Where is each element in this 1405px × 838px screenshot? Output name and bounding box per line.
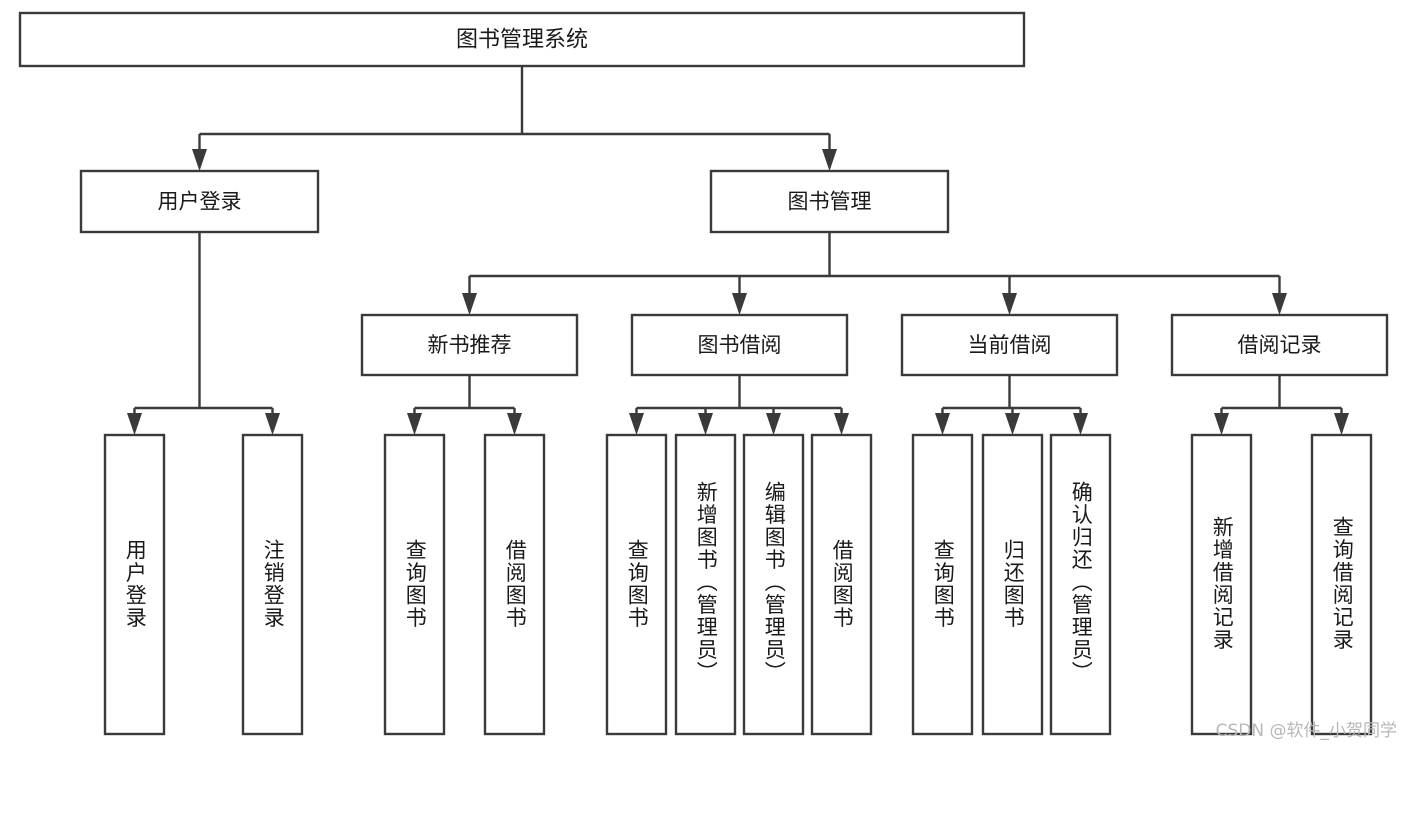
- node-label-book-manage: 图书管理: [788, 190, 872, 214]
- node-box-user-login[interactable]: [79, 169, 320, 234]
- node-leaf-query-book-current[interactable]: [911, 433, 974, 736]
- arrow-head-icon: [698, 413, 713, 435]
- node-box-root[interactable]: [18, 11, 1026, 68]
- diagram-canvas-root: 图书管理系统用户登录图书管理新书推荐图书借阅当前借阅借阅记录 用户登录注销登录查…: [18, 11, 1397, 741]
- node-box-leaf-query-book-rec[interactable]: [383, 433, 446, 736]
- connector-current-borrow: [935, 375, 1088, 435]
- node-new-book-rec[interactable]: 新书推荐: [360, 313, 579, 377]
- node-box-leaf-add-record[interactable]: [1190, 433, 1253, 736]
- node-box-leaf-user-login[interactable]: [103, 433, 166, 736]
- node-label-root: 图书管理系统: [456, 28, 588, 53]
- node-box-leaf-add-book[interactable]: [674, 433, 737, 736]
- arrow-head-icon: [462, 293, 477, 315]
- arrow-head-icon: [935, 413, 950, 435]
- node-box-leaf-borrow-book-rec[interactable]: [483, 433, 546, 736]
- connector-book-borrow: [629, 375, 849, 435]
- arrow-head-icon: [732, 293, 747, 315]
- node-book-manage[interactable]: 图书管理: [709, 169, 950, 234]
- node-borrow-record[interactable]: 借阅记录: [1170, 313, 1389, 377]
- node-root[interactable]: 图书管理系统: [18, 11, 1026, 68]
- connector-layer: [127, 66, 1349, 435]
- node-user-login[interactable]: 用户登录: [79, 169, 320, 234]
- node-leaf-confirm-return[interactable]: [1049, 433, 1112, 736]
- node-label-current-borrow: 当前借阅: [968, 333, 1052, 357]
- node-box-leaf-query-record[interactable]: [1310, 433, 1373, 736]
- node-leaf-add-book[interactable]: [674, 433, 737, 736]
- arrow-head-icon: [834, 413, 849, 435]
- connector-user-login: [127, 232, 280, 435]
- node-label-user-login: 用户登录: [158, 190, 242, 214]
- node-box-current-borrow[interactable]: [900, 313, 1119, 377]
- arrow-head-icon: [1334, 413, 1349, 435]
- arrow-head-icon: [192, 149, 207, 171]
- arrow-head-icon: [1214, 413, 1229, 435]
- arrow-head-icon: [822, 149, 837, 171]
- connector-root: [192, 66, 837, 171]
- node-leaf-return-book[interactable]: [981, 433, 1044, 736]
- arrow-head-icon: [407, 413, 422, 435]
- node-box-leaf-query-book-borrow[interactable]: [605, 433, 668, 736]
- connector-book-manage: [462, 232, 1287, 315]
- arrow-head-icon: [507, 413, 522, 435]
- node-label-book-borrow: 图书借阅: [698, 333, 782, 357]
- node-box-leaf-borrow-book[interactable]: [810, 433, 873, 736]
- node-box-book-manage[interactable]: [709, 169, 950, 234]
- node-box-book-borrow[interactable]: [630, 313, 849, 377]
- node-box-leaf-logout-login[interactable]: [241, 433, 304, 736]
- node-leaf-borrow-book-rec[interactable]: [483, 433, 546, 736]
- node-leaf-edit-book[interactable]: [742, 433, 805, 736]
- node-book-borrow[interactable]: 图书借阅: [630, 313, 849, 377]
- node-leaf-add-record[interactable]: [1190, 433, 1253, 736]
- node-leaf-query-book-borrow[interactable]: [605, 433, 668, 736]
- node-leaf-logout-login[interactable]: [241, 433, 304, 736]
- node-label-borrow-record: 借阅记录: [1238, 333, 1322, 357]
- node-current-borrow[interactable]: 当前借阅: [900, 313, 1119, 377]
- arrow-head-icon: [629, 413, 644, 435]
- node-leaf-query-record[interactable]: [1310, 433, 1373, 736]
- node-leaf-user-login[interactable]: [103, 433, 166, 736]
- connector-new-book-rec: [407, 375, 522, 435]
- node-box-leaf-query-book-current[interactable]: [911, 433, 974, 736]
- node-box-borrow-record[interactable]: [1170, 313, 1389, 377]
- node-box-leaf-confirm-return[interactable]: [1049, 433, 1112, 736]
- arrow-head-icon: [1272, 293, 1287, 315]
- node-label-new-book-rec: 新书推荐: [428, 333, 512, 357]
- node-box-leaf-edit-book[interactable]: [742, 433, 805, 736]
- arrow-head-icon: [1073, 413, 1088, 435]
- arrow-head-icon: [1005, 413, 1020, 435]
- node-leaf-borrow-book[interactable]: [810, 433, 873, 736]
- node-leaf-query-book-rec[interactable]: [383, 433, 446, 736]
- node-box-leaf-return-book[interactable]: [981, 433, 1044, 736]
- arrow-head-icon: [127, 413, 142, 435]
- arrow-head-icon: [1002, 293, 1017, 315]
- arrow-head-icon: [265, 413, 280, 435]
- connector-borrow-record: [1214, 375, 1349, 435]
- node-box-new-book-rec[interactable]: [360, 313, 579, 377]
- arrow-head-icon: [766, 413, 781, 435]
